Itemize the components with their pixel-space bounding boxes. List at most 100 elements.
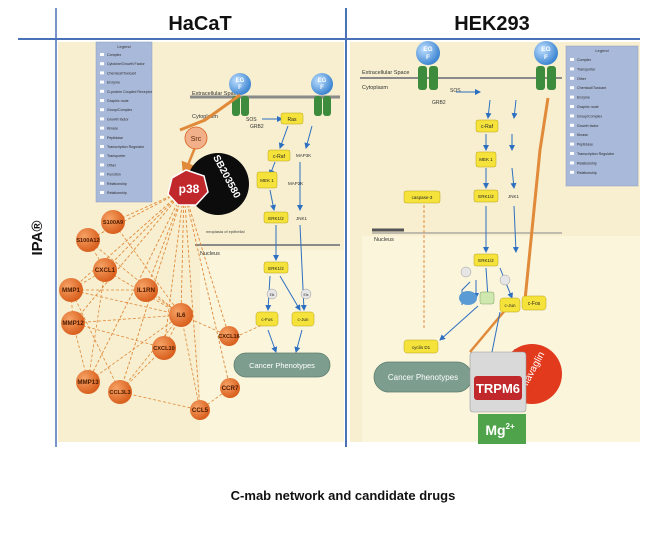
right-legend-item: Kinase	[577, 133, 588, 137]
p38-to-cytokine-edge	[163, 189, 185, 349]
egfr-receptor-node	[536, 66, 545, 90]
left-elk-label: Elk	[270, 293, 275, 297]
left-cjun-label: c-Jun	[297, 317, 309, 322]
egf-ligand-node	[534, 41, 558, 65]
right-legend-symbol	[570, 105, 574, 108]
egfr-receptor-node	[314, 96, 322, 116]
egf-ligand-node	[311, 73, 333, 95]
p38-to-cytokine-edge	[180, 189, 185, 316]
egfr-to-src-edge	[179, 93, 241, 132]
cytokine-label-il1rn: IL1RN	[137, 287, 155, 294]
left-ras-label: Ras	[288, 117, 297, 123]
right-erk-node-1	[473, 189, 499, 203]
left-craf-node	[267, 149, 291, 162]
left-legend-symbol	[100, 117, 104, 121]
right-legend: Legend ComplexTransporterOtherChemical/T…	[565, 45, 639, 187]
cytokine-node-il6	[169, 303, 193, 327]
right-legend-symbol	[570, 142, 574, 146]
left-legend-symbol	[100, 53, 104, 56]
left-pathway-nodes: Ras c-Raf MEK 1 MAP3K MAP2K ERK1/2 JNK1 …	[255, 112, 315, 327]
mg-ion-label: Mg2+	[485, 422, 515, 438]
cytokine-node-mmp13	[76, 370, 100, 394]
left-craf-label: c-Raf	[273, 154, 286, 160]
cytokine-node-ccl3l3	[108, 380, 132, 404]
left-legend-item: Relationship	[107, 182, 127, 186]
mg-ion-charge: 2+	[506, 422, 515, 431]
egfr-receptor-node	[418, 66, 427, 90]
egfr-receptor-node	[323, 96, 331, 116]
left-epithelial-note: neoplasia of epithelial	[206, 229, 245, 234]
right-erk-label-1: ERK1/2	[478, 194, 494, 199]
left-cancer-phenotypes-node	[233, 352, 331, 378]
left-legend-symbol	[100, 191, 104, 194]
left-legend-item: Complex	[107, 53, 121, 57]
p38-to-cytokine-edge	[183, 189, 231, 389]
left-legend-symbol	[100, 154, 104, 158]
mg-ion-node	[478, 414, 526, 444]
left-nucleus-area	[200, 250, 344, 442]
left-egf-1-label: EG	[236, 78, 245, 84]
left-ets-label: Ets	[303, 293, 308, 297]
left-legend-symbol	[100, 99, 104, 102]
cytokine-node-mmp12	[61, 311, 85, 335]
right-legend-symbol	[570, 76, 574, 80]
right-legend-item: Other	[577, 77, 587, 81]
header: HaCaT HEK293 IPA®	[18, 8, 640, 447]
right-sos-label: SOS	[450, 88, 461, 94]
left-cfos-node	[255, 311, 279, 327]
p38-to-cytokine-edge	[183, 189, 230, 337]
right-egf-2-label: EG	[541, 46, 550, 53]
cytokine-edge	[112, 221, 182, 316]
right-cjun-node	[499, 297, 521, 313]
right-cjun-label: c-Jun	[504, 303, 516, 308]
right-legend-item: Transcription Regulator	[577, 152, 615, 156]
right-jnk1-label: JNK1	[508, 194, 520, 199]
p38-to-cytokine-edge	[87, 189, 185, 241]
p38-label: p38	[179, 182, 200, 196]
left-cancer-phenotypes-label: Cancer Phenotypes	[249, 361, 315, 370]
p38-node	[167, 169, 209, 206]
cytokine-to-cfos-edge	[239, 324, 263, 336]
left-legend-item: Peptidase	[107, 136, 123, 140]
right-legend-symbol	[570, 86, 574, 90]
left-legend-item: Graphic node	[107, 99, 129, 103]
left-legend-symbol	[100, 108, 104, 112]
right-cfos-node	[521, 295, 547, 311]
right-craf-label: c-Raf	[481, 124, 494, 130]
right-legend-item: Complex	[577, 58, 591, 62]
right-legend-symbol	[570, 67, 574, 71]
right-extracellular-label: Extracellular Space	[362, 70, 409, 76]
left-legend-item: Transcription Regulator	[107, 145, 145, 149]
right-legend-item: Enzyme	[577, 96, 590, 100]
cytokine-node-il1rn	[134, 278, 158, 302]
right-legend-symbol	[570, 152, 574, 155]
mg-ion-symbol: Mg	[485, 422, 505, 438]
right-panel: Extracellular Space Cytoplasm Nucleus Le…	[350, 41, 640, 444]
right-pathway-edges	[439, 89, 519, 363]
left-egfr-complex-1: EG F	[229, 73, 251, 116]
src-label: Src	[191, 136, 202, 143]
cytokine-label-ccr7: CCR7	[222, 385, 239, 392]
left-legend-item: Growth factor	[107, 117, 129, 121]
left-panel: Extracellular Space Cytoplasm Nucleus Le…	[58, 41, 344, 442]
left-legend-symbol	[100, 80, 104, 84]
left-cytoplasm-label: Cytoplasm	[192, 114, 218, 120]
p38-to-cytokine-edge	[104, 189, 185, 271]
left-cytokine-edges	[70, 189, 263, 411]
cytokine-node-cxcl16	[219, 326, 239, 346]
left-ets-node	[300, 288, 312, 300]
cytokine-edge	[180, 314, 201, 411]
right-pathway-nodes: c-Raf MEK 1 ERK1/2 JNK1 caspase-3 ERK1/2…	[403, 119, 547, 354]
left-map3k-label: MAP3K	[296, 153, 311, 158]
ipa-side-label: IPA®	[29, 221, 46, 256]
p38-to-cytokine-edge	[72, 189, 185, 324]
left-legend-symbol	[100, 181, 104, 185]
p38-to-cytokine-edge	[70, 189, 185, 291]
cytokine-label-cxcl10: CXCL10	[153, 346, 174, 352]
right-green-complex-node	[479, 291, 495, 305]
right-cyclin-d1-node	[403, 339, 439, 354]
right-egf-2-label-f: F	[544, 54, 548, 61]
right-egfr-complex-1: EG F	[416, 41, 440, 90]
left-legend-symbol	[100, 145, 104, 148]
